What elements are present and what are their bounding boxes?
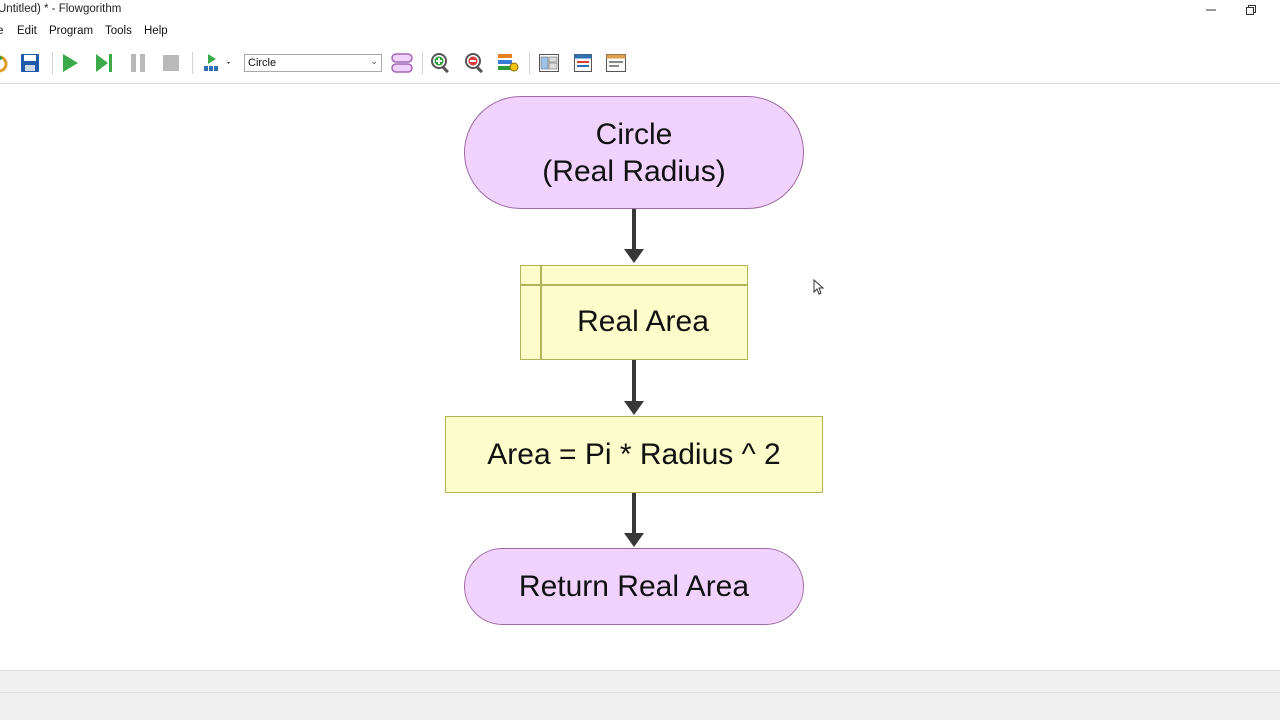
zoom-in-icon <box>431 53 449 74</box>
run-button[interactable] <box>57 50 83 76</box>
console-window-icon <box>574 54 592 72</box>
menu-file-fragment[interactable]: e <box>0 25 4 37</box>
menu-program[interactable]: Program <box>49 25 94 37</box>
minimize-icon <box>1206 9 1216 11</box>
menu-edit[interactable]: Edit <box>17 25 37 37</box>
function-manager-icon <box>391 53 413 73</box>
function-selector-value: Circle <box>248 57 277 69</box>
menu-tools[interactable]: Tools <box>105 25 132 37</box>
title-bar: Untitled) * - Flowgorithm <box>0 0 1280 20</box>
connector-line <box>632 360 636 401</box>
run-icon <box>63 54 78 72</box>
mouse-cursor-icon <box>813 279 825 295</box>
assign-block[interactable]: Area = Pi * Radius ^ 2 <box>445 416 823 493</box>
flowchart-canvas[interactable]: Circle (Real Radius) Real Area Area = Pi… <box>0 85 1280 670</box>
function-manager-button[interactable] <box>389 50 415 76</box>
arrow-head-icon <box>624 533 644 547</box>
arrow-head-icon <box>624 249 644 263</box>
restore-icon <box>1246 5 1256 15</box>
variable-watch-icon <box>498 54 519 72</box>
toolbar: Circle ⌄ <box>0 42 1280 84</box>
minimize-button[interactable] <box>1191 0 1231 20</box>
menu-bar: e Edit Program Tools Help <box>0 21 1280 41</box>
window-title: Untitled) * - Flowgorithm <box>0 3 122 15</box>
return-block-text: Return Real Area <box>518 570 750 603</box>
save-button[interactable] <box>17 50 43 76</box>
restore-button[interactable] <box>1231 0 1271 20</box>
run-speed-button[interactable] <box>198 50 234 76</box>
zoom-out-icon <box>465 53 483 74</box>
variable-watch-button[interactable] <box>495 50 521 76</box>
stop-icon <box>163 55 179 71</box>
declare-block[interactable]: Real Area <box>520 265 748 360</box>
zoom-in-button[interactable] <box>428 50 454 76</box>
toolbar-separator <box>192 52 193 74</box>
layout-window-button[interactable] <box>536 50 562 76</box>
function-name: Circle <box>595 117 673 151</box>
toolbar-separator <box>529 52 530 74</box>
zoom-out-button[interactable] <box>462 50 488 76</box>
stop-button[interactable] <box>158 50 184 76</box>
return-block[interactable]: Return Real Area <box>464 548 804 625</box>
open-button[interactable] <box>0 50 12 76</box>
run-speed-icon <box>204 54 230 71</box>
connector-line <box>632 493 636 533</box>
menu-help[interactable]: Help <box>144 25 168 37</box>
save-icon <box>21 54 39 72</box>
chevron-down-icon: ⌄ <box>370 56 378 66</box>
toolbar-separator <box>422 52 423 74</box>
source-code-window-button[interactable] <box>603 50 629 76</box>
step-icon <box>96 54 112 72</box>
connector-line <box>632 209 636 249</box>
declare-block-side-line <box>540 266 542 359</box>
start-function-block[interactable]: Circle (Real Radius) <box>464 96 804 209</box>
status-bar <box>0 670 1280 720</box>
function-selector[interactable]: Circle ⌄ <box>244 54 382 72</box>
toolbar-separator <box>52 52 53 74</box>
source-code-window-icon <box>606 54 626 72</box>
pause-button[interactable] <box>125 50 151 76</box>
declare-block-header-line <box>521 284 747 286</box>
status-bar-divider <box>0 692 1280 693</box>
pause-icon <box>131 54 145 72</box>
layout-window-icon <box>539 54 559 72</box>
arrow-head-icon <box>624 401 644 415</box>
function-parameters: (Real Radius) <box>542 154 726 188</box>
step-button[interactable] <box>91 50 117 76</box>
declare-block-text: Real Area <box>577 304 709 338</box>
assign-block-text: Area = Pi * Radius ^ 2 <box>487 437 781 471</box>
console-window-button[interactable] <box>570 50 596 76</box>
open-icon <box>0 55 8 73</box>
